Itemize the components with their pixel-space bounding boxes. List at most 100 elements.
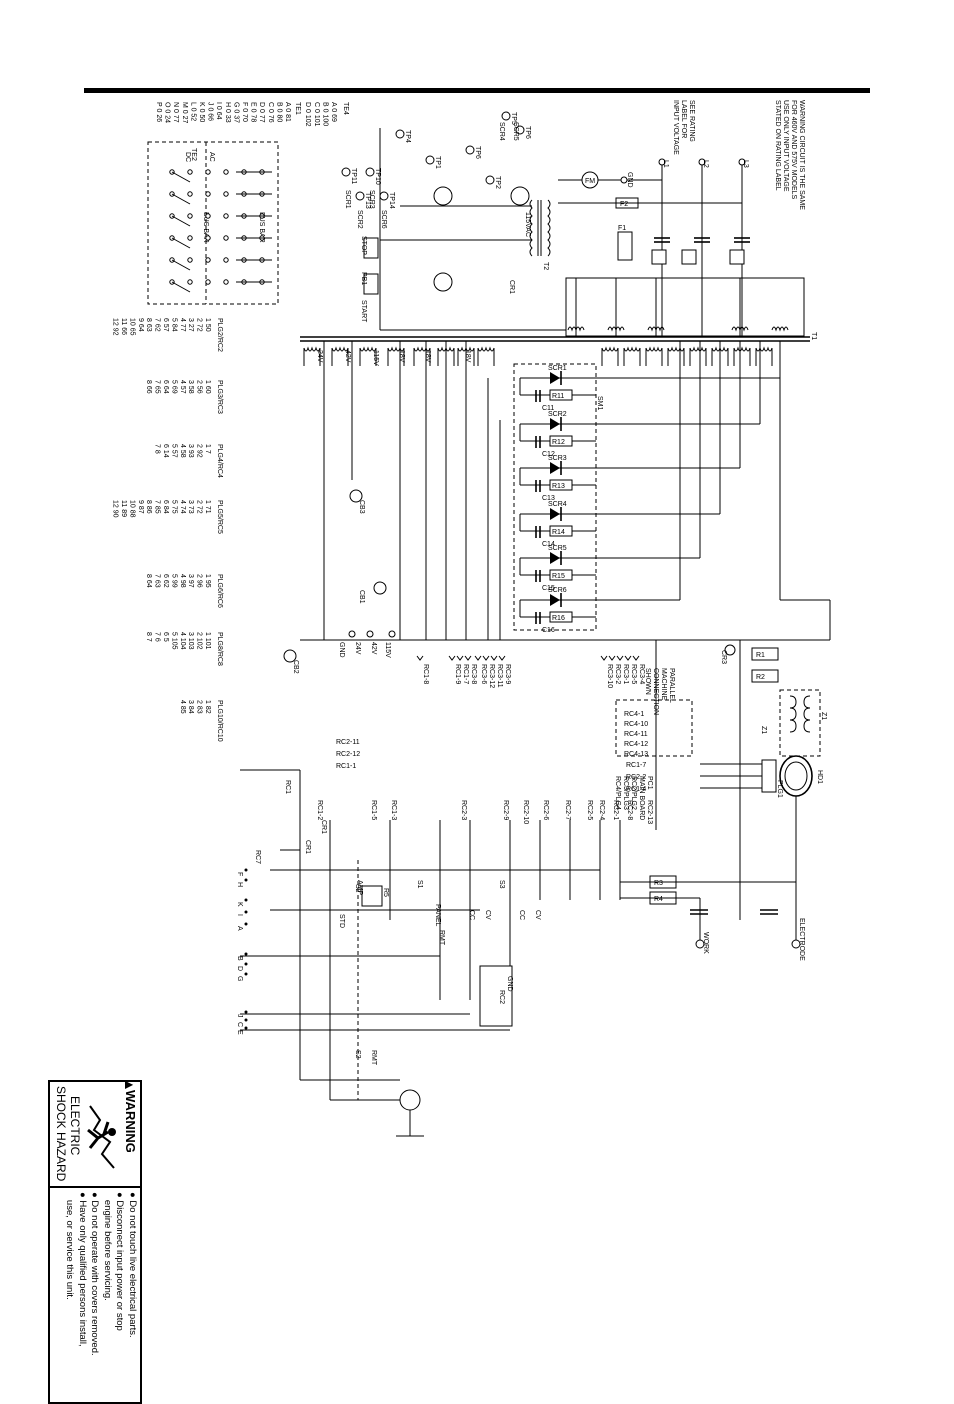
test-point bbox=[365, 167, 375, 177]
warning-instructions: ● Do not touch live electrical parts. ● … bbox=[63, 1192, 139, 1400]
te2-terminal bbox=[205, 257, 211, 263]
t2-volts: 115VAC bbox=[524, 212, 531, 237]
plug-table-row: 10 88 bbox=[128, 500, 135, 518]
cb3-label: CB3 bbox=[358, 500, 365, 514]
pot-r5 bbox=[361, 885, 383, 907]
plug-table-row: 2 56 bbox=[196, 380, 203, 394]
terminal-letter: H bbox=[236, 882, 243, 887]
resistor-label: R15 bbox=[552, 573, 565, 580]
gnd-top: GND bbox=[626, 172, 633, 188]
plug-table-row: 9 87 bbox=[137, 500, 144, 514]
scr-tp-label: SCR6 bbox=[380, 210, 387, 229]
rc4-label: RC4-1 bbox=[624, 711, 644, 718]
s1-label: S1 bbox=[416, 880, 423, 889]
plug-table-row: 2 72 bbox=[196, 318, 203, 332]
plug-table-row: 7 85 bbox=[154, 500, 161, 514]
rc-hd-label: RC2-2 bbox=[626, 774, 646, 781]
rc-bottom-label: RC2-6 bbox=[542, 800, 549, 820]
test-point-label: TP4 bbox=[404, 130, 411, 143]
cr1-label: CR1 bbox=[320, 820, 327, 834]
plug-table-row: 1 82 bbox=[204, 700, 211, 714]
pb1-stop-label: STOP bbox=[360, 236, 367, 255]
plug-table-row: 6 64 bbox=[162, 380, 169, 394]
plug-table-row: 5 69 bbox=[170, 380, 177, 394]
plug-table-row: 3 58 bbox=[187, 380, 194, 394]
rc1-label-left: RC1 bbox=[284, 780, 291, 794]
plug-rc3-label: RC3/PLG3 bbox=[622, 776, 629, 810]
r5-label: R5 bbox=[382, 888, 389, 897]
warning-hazard-panel: ▲ WARNING ELECTRIC SHOCK HAZARD bbox=[50, 1078, 140, 1188]
plug-table-row: 7 8 bbox=[154, 444, 161, 454]
te1-row: K 0 50 bbox=[198, 102, 205, 122]
plug-table-row: 3 84 bbox=[187, 700, 194, 714]
fan-motor-label: FM bbox=[585, 178, 595, 185]
motor-2 bbox=[433, 186, 453, 206]
plug-table-row: 2 92 bbox=[196, 444, 203, 458]
scr-tp-label: SCR4 bbox=[498, 122, 505, 141]
te4-row: C 0 101 bbox=[313, 102, 320, 127]
rc-bottom-label: RC2-10 bbox=[522, 800, 529, 824]
hazard-line-2: SHOCK HAZARD bbox=[54, 1086, 68, 1182]
te1-row: C 0 76 bbox=[267, 102, 274, 123]
winding-voltage: 18V bbox=[424, 350, 431, 363]
te1-row: J 0 66 bbox=[207, 102, 214, 121]
plug-table-row: 3 103 bbox=[187, 632, 194, 650]
cb2-label: CB2 bbox=[292, 660, 299, 674]
cap-label: C15 bbox=[542, 585, 555, 592]
terminal-letter: G bbox=[236, 976, 243, 981]
te1-row: N 0 77 bbox=[172, 102, 179, 123]
parallel-block: PARALLEL MACHINE CONNECTION SHOWN RC4-1R… bbox=[614, 668, 693, 820]
rc-bottom-label: RC1-2 bbox=[316, 800, 323, 820]
r3-label: R3 bbox=[654, 880, 663, 887]
hazard-line-1: ELECTRIC bbox=[68, 1096, 82, 1156]
warning-item: ● Disconnect input power or stop bbox=[114, 1192, 126, 1331]
cap-label: C14 bbox=[542, 541, 555, 548]
terminal-letter: F bbox=[236, 872, 243, 876]
rc-side-label: RC3-5 bbox=[630, 664, 637, 684]
rc4-label: RC4-10 bbox=[624, 721, 648, 728]
work-label: WORK bbox=[702, 932, 709, 954]
plug-table-row: 10 65 bbox=[128, 318, 135, 336]
cc-label-1: CC bbox=[468, 910, 475, 920]
cv-label-1: CV bbox=[484, 910, 491, 920]
plug-table-row: 4 104 bbox=[179, 632, 186, 650]
rc4-label: RC4-11 bbox=[624, 731, 648, 738]
terminal-letter: K bbox=[236, 902, 243, 907]
te2-busbar-dc: BUS BAR bbox=[202, 212, 209, 243]
plug-table-row: 2 96 bbox=[196, 574, 203, 588]
rc-side-label: RC3-12 bbox=[488, 664, 495, 688]
plug-rc2-label: RC2/PLG2 bbox=[630, 776, 637, 810]
plug-table-row: 1 7 bbox=[204, 444, 211, 454]
resistor-label: R16 bbox=[552, 615, 565, 622]
plug-table-row: 6 62 bbox=[162, 574, 169, 588]
winding-voltage: 18V bbox=[398, 350, 405, 363]
te2-busbar-ac: BUS BAR bbox=[258, 212, 265, 243]
te2-terminal bbox=[205, 191, 211, 197]
test-point-label: TP10 bbox=[374, 168, 381, 185]
plug-table-title: PLG6/RC6 bbox=[216, 574, 223, 608]
plug-table-row: 5 84 bbox=[170, 318, 177, 332]
hd1-label: HD1 bbox=[816, 770, 823, 784]
plug-table-row: 8 66 bbox=[145, 380, 152, 394]
rc2-gnd: GND bbox=[506, 976, 513, 992]
rc-side-label: RC3-9 bbox=[504, 664, 511, 684]
plug-table-row: 5 75 bbox=[170, 500, 177, 514]
test-point-label: TP1 bbox=[434, 156, 441, 169]
scr-label: SCR4 bbox=[548, 501, 567, 508]
te4-header-col: TE4 bbox=[342, 102, 349, 115]
test-point-label: TP11 bbox=[350, 168, 357, 184]
warning-title: WARNING bbox=[123, 1090, 138, 1153]
input-lines: L3 L2 L1 bbox=[565, 158, 805, 337]
test-point-label: TP6 bbox=[474, 146, 481, 159]
rc4-label: RC4-12 bbox=[624, 741, 648, 748]
test-point bbox=[501, 111, 511, 121]
term-24v: 24V bbox=[354, 642, 361, 655]
te1-row: G 0 37 bbox=[232, 102, 239, 123]
plug-table-title: PLG8/RC8 bbox=[216, 632, 223, 666]
pb1-label: PB1 bbox=[360, 272, 367, 285]
